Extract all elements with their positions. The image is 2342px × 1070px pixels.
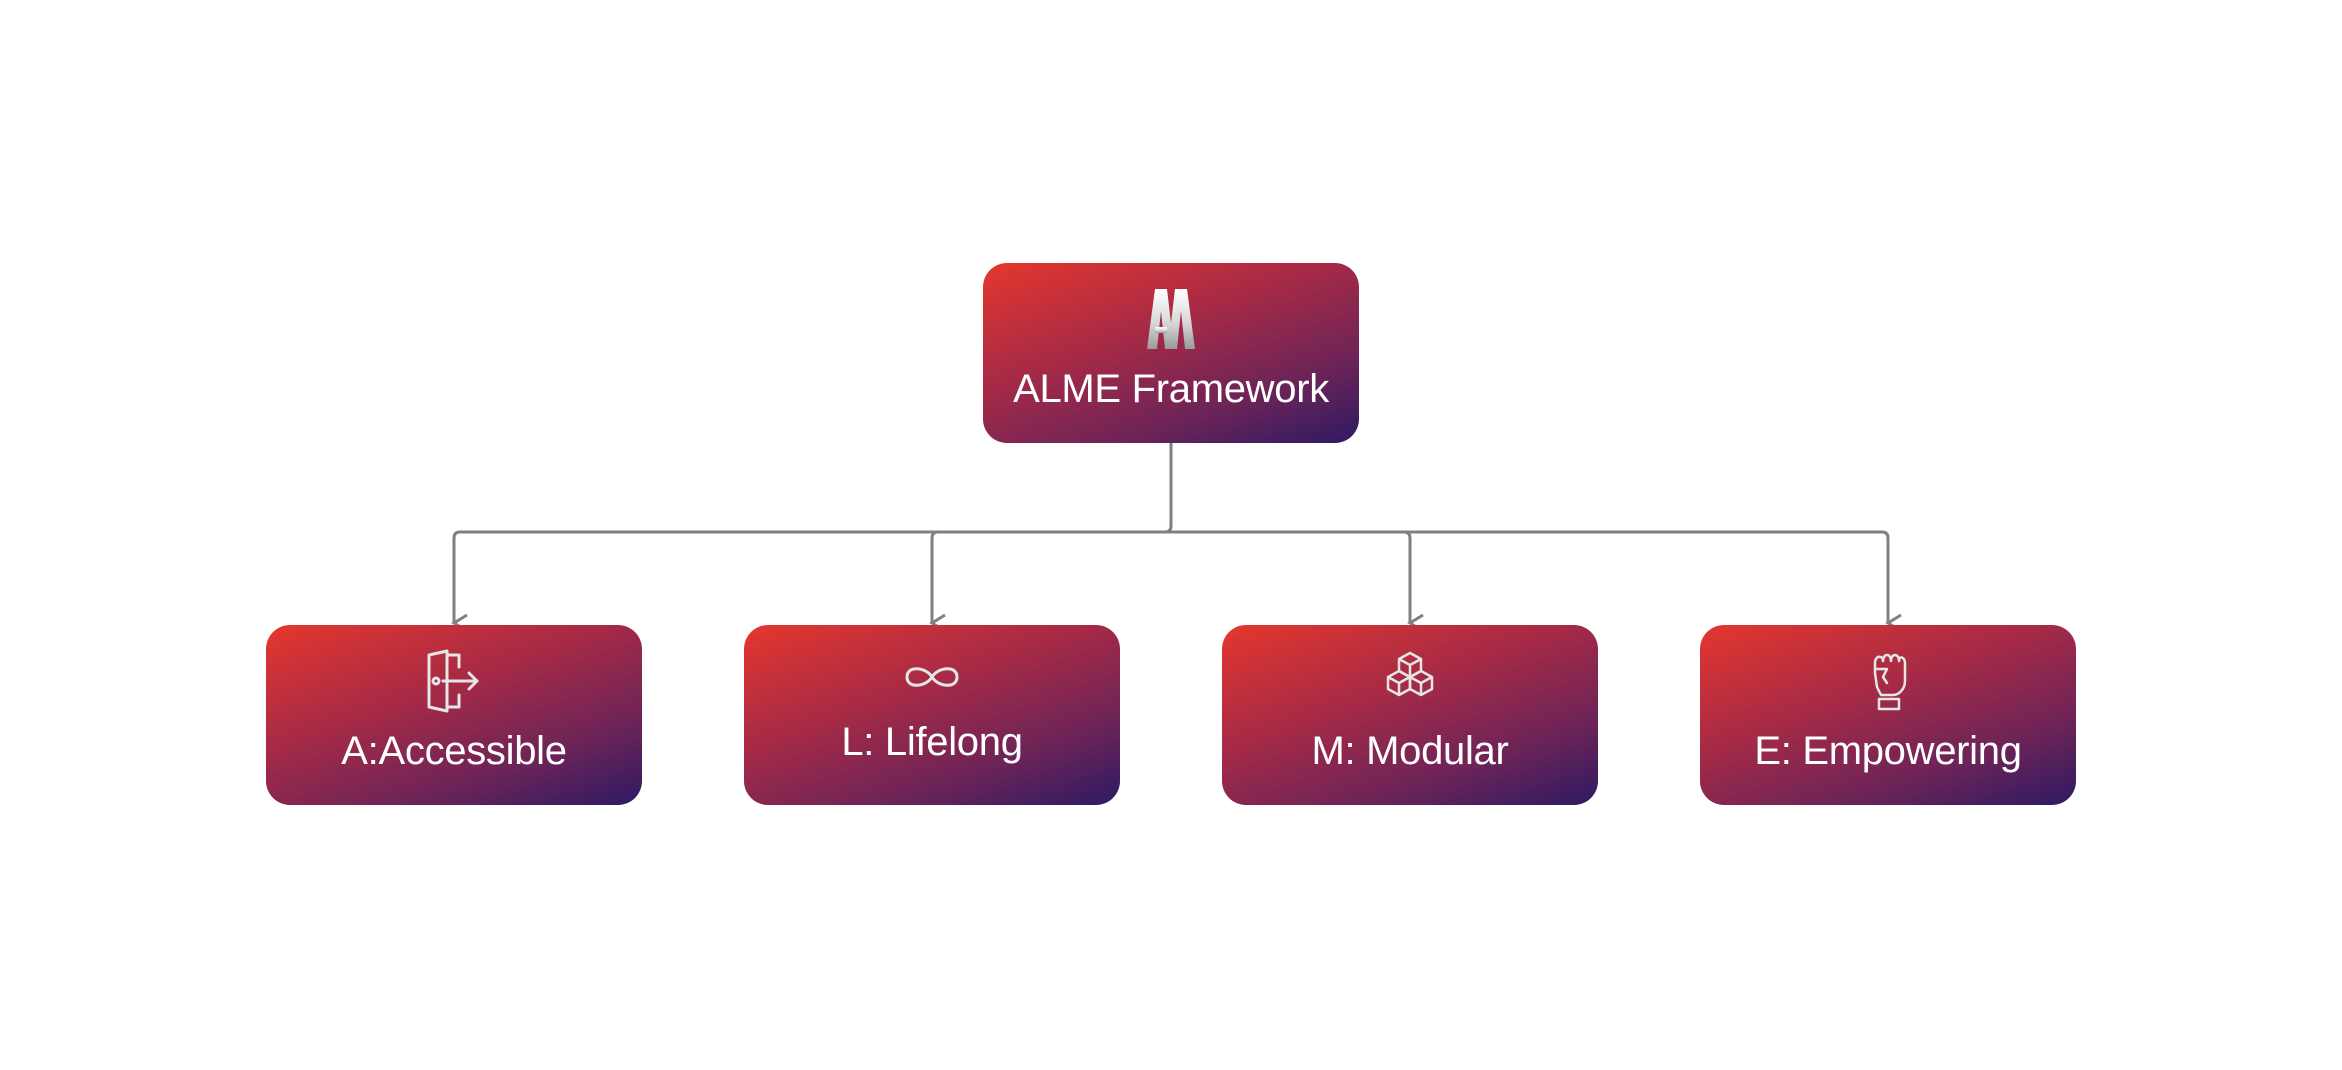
branch-line-modular [1403, 530, 1424, 633]
branch-line-lifelong [929, 530, 946, 633]
root-node-alme-framework: ALME Framework [983, 263, 1359, 443]
infinity-icon [905, 667, 959, 687]
door-exit-icon [427, 649, 479, 713]
root-node-label: ALME Framework [1013, 367, 1329, 411]
raised-fist-icon [1873, 653, 1907, 711]
child-node-label: L: Lifelong [841, 720, 1023, 764]
child-node-label: M: Modular [1311, 729, 1509, 773]
am-logo-icon [1147, 289, 1195, 349]
branch-line-accessible [451, 530, 468, 633]
child-node-empowering: E: Empowering [1700, 625, 2076, 805]
child-node-label: A:Accessible [341, 729, 567, 773]
child-node-modular: M: Modular [1222, 625, 1598, 805]
trunk-line [1164, 443, 1173, 534]
stacked-cubes-icon [1386, 651, 1434, 697]
child-node-label: E: Empowering [1754, 729, 2022, 773]
branch-line-empowering [1881, 530, 1902, 633]
child-node-lifelong: L: Lifelong [744, 625, 1120, 805]
child-node-accessible: A:Accessible [266, 625, 642, 805]
